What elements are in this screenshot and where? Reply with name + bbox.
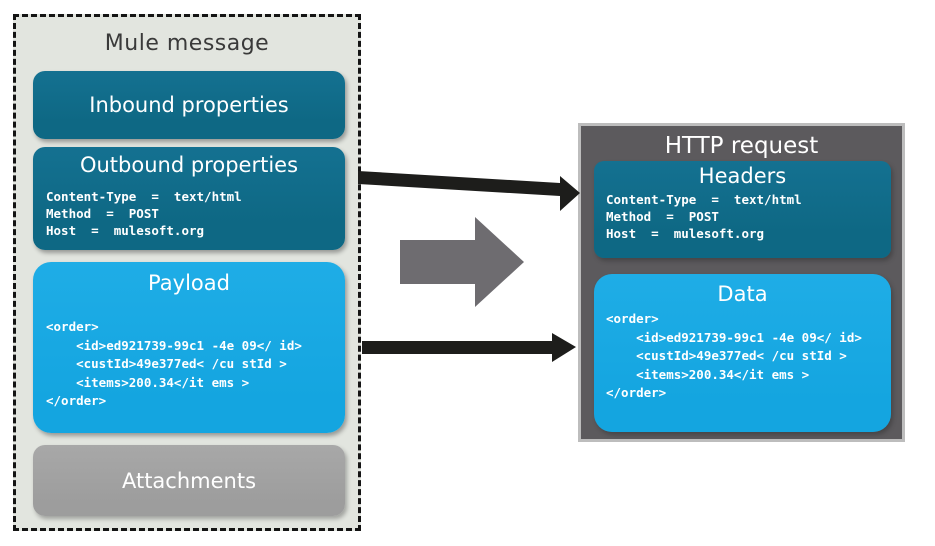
header-line: Host = mulesoft.org [606, 226, 765, 241]
data-title: Data [717, 282, 768, 306]
payload-code-line: <items>200.34</it ems > [46, 374, 250, 390]
outbound-properties-box: Outbound properties Content-Type = text/… [33, 147, 345, 250]
data-code-line: <custId>49e377ed< /cu stId > [606, 348, 847, 363]
mule-message-title: Mule message [104, 31, 270, 56]
payload-code-line: <id>ed921739-99c1 -4e 09</ id> [46, 337, 302, 353]
data-code-line: <order> [606, 311, 659, 326]
outbound-properties-list: Content-Type = text/html Method = POST H… [46, 188, 345, 239]
data-code-line: </order> [606, 385, 667, 400]
payload-title: Payload [148, 271, 230, 295]
headers-title: Headers [698, 164, 787, 188]
headers-box: Headers Content-Type = text/html Method … [594, 161, 891, 258]
http-request-title: HTTP request [664, 133, 819, 159]
header-line: Content-Type = text/html [606, 192, 802, 207]
mule-message-panel: Mule message Inbound properties Outbound… [13, 14, 361, 531]
payload-code-line: <order> [46, 319, 99, 334]
outbound-property-line: Host = mulesoft.org [46, 223, 205, 238]
outbound-property-line: Content-Type = text/html [46, 189, 242, 204]
payload-xml: <order> <id>ed921739-99c1 -4e 09</ id> <… [46, 318, 345, 411]
http-request-panel: HTTP request Headers Content-Type = text… [578, 123, 905, 442]
data-box: Data <order> <id>ed921739-99c1 -4e 09</ … [594, 274, 891, 432]
outbound-properties-title: Outbound properties [79, 153, 299, 177]
data-code-line: <items>200.34</it ems > [606, 366, 810, 382]
payload-code-line: <custId>49e377ed< /cu stId > [46, 356, 287, 371]
attachments-box: Attachments [33, 445, 345, 516]
payload-code-line: </order> [46, 393, 107, 408]
arrow-transform-icon [400, 217, 524, 307]
payload-box: Payload <order> <id>ed921739-99c1 -4e 09… [33, 262, 345, 433]
arrow-payload-to-data-icon [362, 333, 576, 362]
attachments-title: Attachments [121, 468, 257, 493]
inbound-properties-title: Inbound properties [89, 93, 289, 117]
data-xml: <order> <id>ed921739-99c1 -4e 09</ id> <… [606, 310, 891, 403]
outbound-property-line: Method = POST [46, 206, 159, 221]
inbound-properties-box: Inbound properties [33, 71, 345, 139]
headers-list: Content-Type = text/html Method = POST H… [606, 191, 891, 242]
arrow-outbound-to-headers-icon [358, 171, 580, 211]
header-line: Method = POST [606, 209, 719, 224]
data-code-line: <id>ed921739-99c1 -4e 09</ id> [606, 329, 862, 345]
